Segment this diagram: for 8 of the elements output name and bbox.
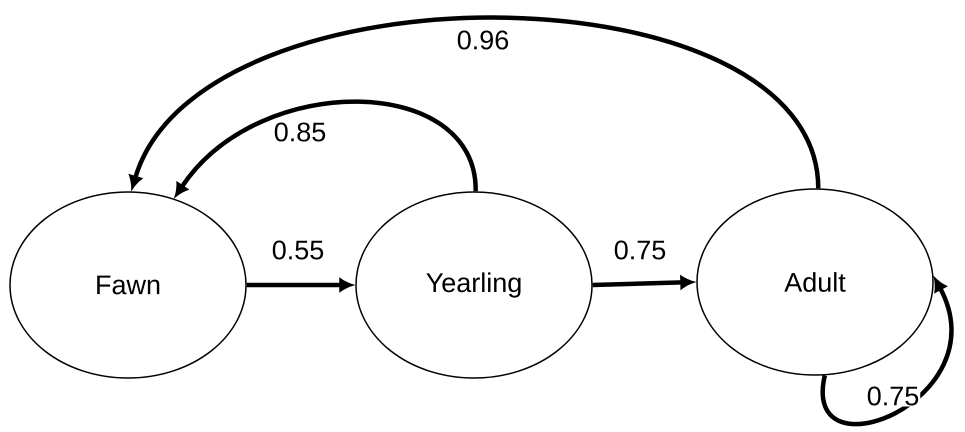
arrow (175, 100, 478, 196)
edge-label: 0.75 (612, 239, 668, 261)
arrow (820, 278, 953, 426)
arrow (129, 15, 820, 189)
edge-label: 0.96 (456, 29, 510, 51)
edge-label: 0.75 (866, 385, 920, 407)
edge-label: 0.55 (270, 239, 326, 261)
edge-label: 0.85 (272, 121, 328, 143)
